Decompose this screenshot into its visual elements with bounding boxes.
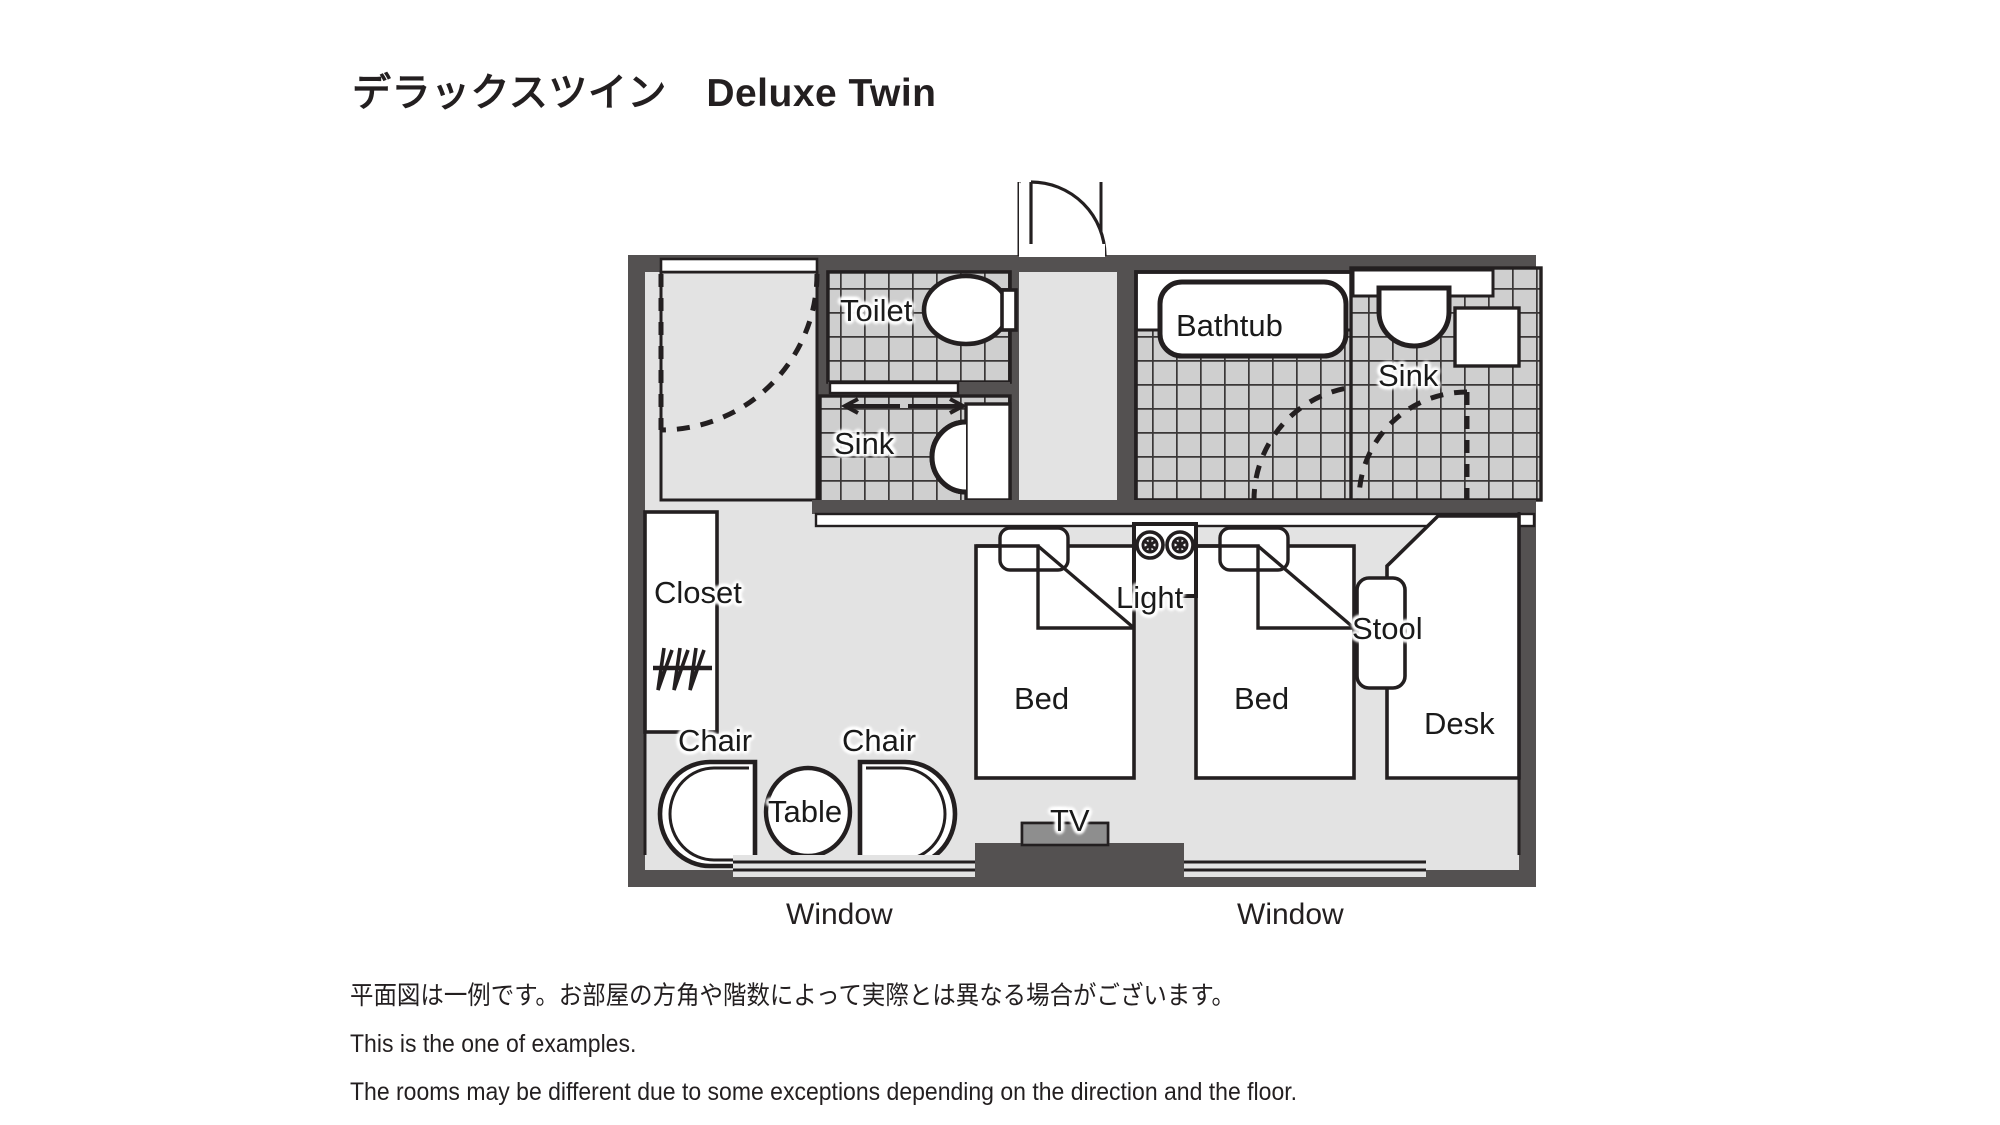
label-light: Light <box>1116 580 1184 615</box>
label-toilet: Toilet <box>840 293 913 328</box>
window-right-opening <box>1184 855 1426 877</box>
window-left-glazing <box>733 860 975 872</box>
stool-icon <box>1355 576 1407 690</box>
chair-left-icon <box>657 759 758 869</box>
label-closet: Closet <box>654 575 742 610</box>
vestibule-door-swing <box>660 273 820 433</box>
desk-icon <box>1385 514 1521 780</box>
label-window-left: Window <box>786 898 893 931</box>
label-chair-right: Chair <box>842 723 917 758</box>
bed-left-pillow <box>998 526 1070 572</box>
note-english-2: The rooms may be different due to some e… <box>350 1078 1298 1106</box>
note-english-1: This is the one of examples. <box>350 1030 637 1058</box>
note-japanese: 平面図は一例です。お部屋の方角や階数によって実際とは異なる場合がございます。 <box>350 982 1235 1010</box>
window-right-glazing <box>1184 860 1426 872</box>
label-sink-left: Sink <box>834 426 895 461</box>
bathroom <box>1134 270 1370 502</box>
bed-right <box>1194 526 1356 780</box>
bed-left <box>974 526 1136 780</box>
bottom-wall-windows <box>733 821 1426 887</box>
label-table: Table <box>768 794 843 829</box>
disclaimer-notes: 平面図は一例です。お部屋の方角や階数によって実際とは異なる場合がございます。 T… <box>350 972 1450 1116</box>
bed-left-blanket-fold <box>1036 544 1136 630</box>
label-chair-left: Chair <box>678 723 753 758</box>
closet <box>643 510 719 734</box>
label-stool: Stool <box>1352 611 1423 646</box>
sink-room-left <box>818 394 1012 506</box>
room-outline <box>643 512 1521 855</box>
bathtub-icon <box>1157 279 1349 359</box>
sink-basin-right-icon <box>1376 285 1452 349</box>
label-bed-right: Bed <box>1234 681 1290 716</box>
sink-room-right <box>1349 266 1543 502</box>
entrance-door <box>1017 180 1107 257</box>
closet-hangers-icon <box>656 647 706 691</box>
sliding-door-arrows <box>840 397 968 415</box>
stool <box>1355 576 1407 690</box>
label-bed-left: Bed <box>1014 681 1070 716</box>
page-title: デラックスツイン Deluxe Twin <box>352 72 937 115</box>
label-sink-right: Sink <box>1378 358 1439 393</box>
label-window-right: Window <box>1237 898 1344 931</box>
window-left-opening <box>733 855 975 877</box>
toilet-bowl-icon <box>921 273 1011 347</box>
vanity-shelf <box>1453 306 1521 368</box>
corridor-wall <box>812 500 1536 528</box>
sink-room-door-swing <box>1356 389 1468 501</box>
entrance-door-swing-arc <box>1030 180 1107 257</box>
label-tv: TV <box>1050 803 1090 838</box>
light-icon <box>1135 530 1195 560</box>
chair-right-icon <box>857 759 958 869</box>
bed-right-blanket-fold <box>1256 544 1356 630</box>
bathroom-door-swing <box>1251 383 1369 501</box>
desk <box>1385 514 1521 780</box>
seating-group <box>657 759 958 869</box>
entry-hall <box>658 257 820 502</box>
sliding-door-panel <box>828 381 960 395</box>
bed-right-pillow <box>1218 526 1290 572</box>
bed-left-mattress <box>974 544 1136 780</box>
label-bathtub: Bathtub <box>1176 308 1283 343</box>
label-desk: Desk <box>1424 706 1495 741</box>
toilet-room <box>826 270 1018 395</box>
bed-right-mattress <box>1194 544 1356 780</box>
nightstand-light <box>1132 522 1198 598</box>
